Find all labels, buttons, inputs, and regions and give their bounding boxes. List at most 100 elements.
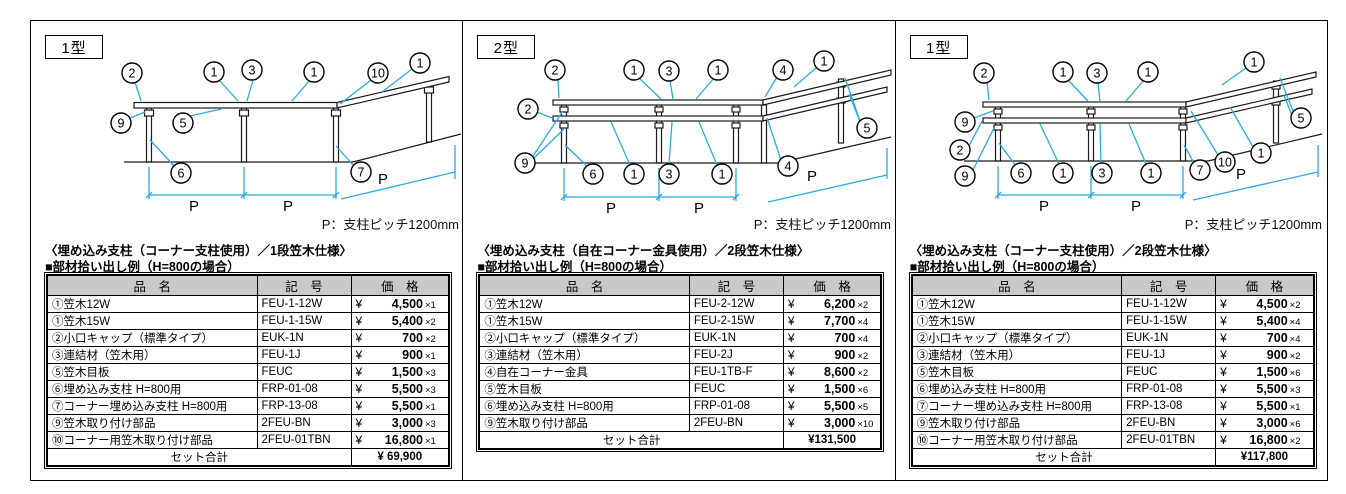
table-header-row: 品 名 記 号 価 格 [911,274,1315,296]
callout-marker: 9 [514,152,537,174]
svg-text:2: 2 [525,103,532,117]
item-price: ¥900×2 [1215,346,1315,364]
svg-text:1: 1 [715,64,722,78]
pitch-dim-label: P [189,198,199,215]
callout-marker: 1 [203,61,225,83]
item-name: ②小口キャップ（標準タイプ） [911,329,1123,347]
callout-marker: 6 [582,163,605,185]
callout-marker: 1 [623,59,646,81]
table-row: ②小口キャップ（標準タイプ）EUK-1N¥700×2 [46,329,450,347]
total-value: ¥117,800 [1215,448,1315,467]
item-name: ③連結材（笠木用） [911,346,1123,364]
svg-text:9: 9 [118,117,125,131]
table-header-row: 品 名 記 号 価 格 [46,274,450,296]
svg-text:1: 1 [1250,56,1257,70]
total-label: セット合計 [46,448,352,467]
table-row: ②小口キャップ（標準タイプ）EUK-1N¥700×4 [478,329,882,347]
item-code: FEUC [256,363,352,381]
callout-marker: 9 [953,111,976,133]
item-name: ①笠木12W [46,295,258,313]
item-price: ¥16,800×2 [1215,431,1315,449]
item-name: ①笠木15W [478,312,690,330]
item-price: ¥900×1 [350,346,450,364]
total-row: セット合計 ¥ 69,900 [46,448,450,467]
col-price: 価 格 [350,274,450,296]
item-price: ¥3,000×6 [1215,414,1315,432]
item-price: ¥5,500×1 [350,397,450,415]
panel-type1-double-rail: 1型 [894,21,1327,480]
item-code: 2FEU-BN [1121,414,1217,432]
panel-type1-single-rail: 1型 [31,21,462,480]
spec-title: 〈埋め込み支柱（コーナー支柱使用）／2段笠木仕様〉 [909,244,1217,258]
item-name: ⑦コーナー埋め込み支柱 H=800用 [46,397,258,415]
svg-text:10: 10 [1218,156,1232,170]
item-name: ⑤笠木目板 [478,380,690,398]
svg-text:7: 7 [358,166,365,180]
item-price: ¥7,700×4 [782,312,882,330]
callout-marker: 4 [772,59,795,81]
callout-marker: 1 [409,52,431,74]
svg-text:1: 1 [1059,66,1066,80]
col-price: 価 格 [1215,274,1315,296]
svg-text:4: 4 [785,160,792,174]
item-name: ①笠木15W [46,312,258,330]
pitch-dim-label: P [1236,166,1246,183]
item-code: EUK-1N [688,329,784,347]
svg-text:1: 1 [311,66,318,80]
type-label: 1型 [909,35,968,59]
svg-text:1: 1 [821,55,828,69]
item-price: ¥3,000×3 [350,414,450,432]
item-code: FEU-1-15W [1121,312,1217,330]
item-name: ①笠木15W [911,312,1123,330]
item-name: ⑤笠木目板 [46,363,258,381]
item-code: 2FEU-BN [256,414,352,432]
item-price: ¥6,200×2 [782,295,882,313]
svg-text:4: 4 [780,64,787,78]
total-row: セット合計 ¥117,800 [911,448,1315,467]
callout-marker: 3 [658,60,681,82]
col-code: 記 号 [256,274,352,296]
leader-lines [968,67,1295,171]
item-price: ¥5,400×4 [1215,312,1315,330]
callout-marker: 1 [623,163,646,185]
item-code: 2FEU-01TBN [1121,431,1217,449]
svg-text:1: 1 [719,168,726,182]
svg-text:1: 1 [1144,66,1151,80]
table-header-row: 品 名 記 号 価 格 [478,274,882,296]
callout-marker: 3 [1090,162,1113,184]
total-value: ¥131,500 [782,431,882,450]
item-price: ¥1,500×3 [350,363,450,381]
leader-lines [532,66,862,168]
item-price: ¥900×2 [782,346,882,364]
item-code: 2FEU-01TBN [256,431,352,449]
item-code: FEU-1-15W [256,312,352,330]
pitch-note: P：支柱ピッチ1200mm [322,217,459,232]
svg-text:6: 6 [178,167,185,181]
callout-marker: 1 [303,61,325,83]
callout-marker: 1 [1051,162,1074,184]
item-name: ①笠木12W [911,295,1123,313]
svg-text:6: 6 [1017,167,1024,181]
svg-text:5: 5 [864,122,871,136]
svg-text:2: 2 [129,67,136,81]
total-value: ¥ 69,900 [350,448,450,467]
callout-marker: 9 [110,112,132,134]
svg-text:10: 10 [371,67,385,81]
pitch-dim-label: P [694,200,704,217]
item-code: FRP-13-08 [256,397,352,415]
item-price: ¥700×2 [350,329,450,347]
